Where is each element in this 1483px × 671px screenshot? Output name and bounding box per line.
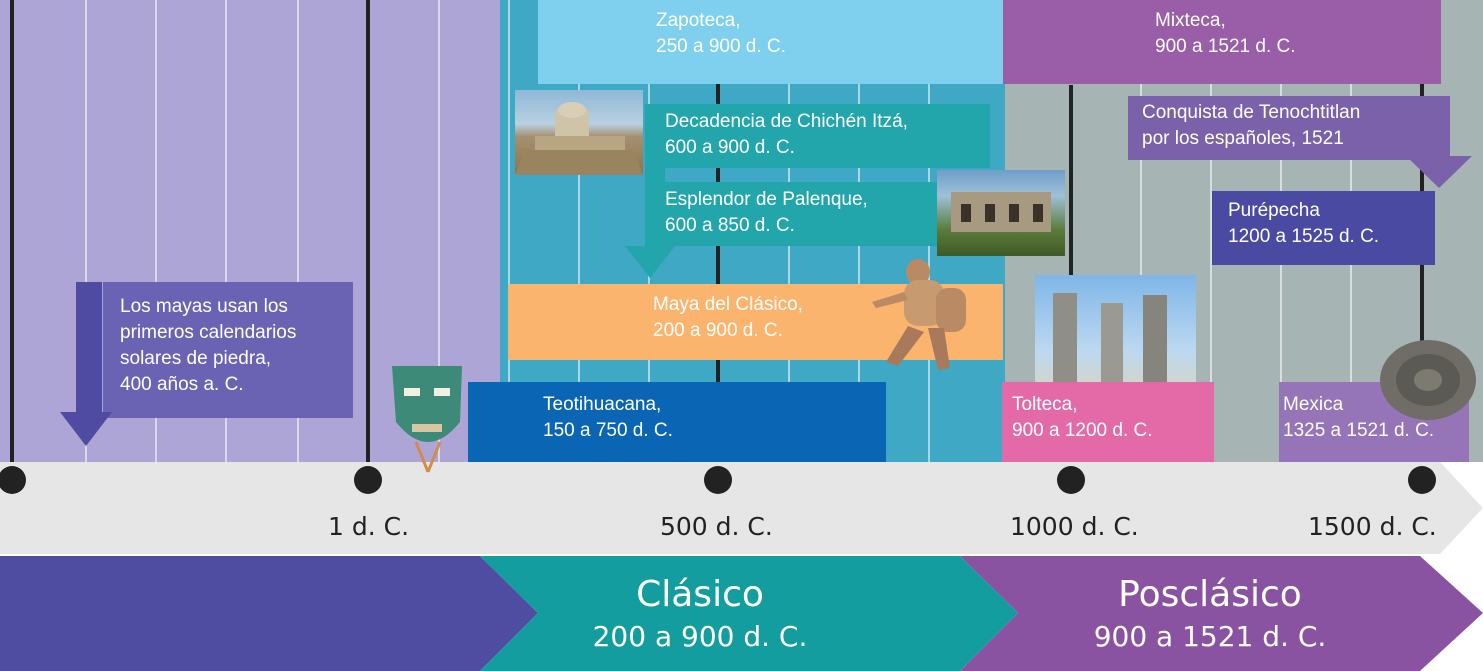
era-clasico-name: Clásico [636,574,764,615]
conquista-line2: por los españoles, 1521 [1142,128,1344,149]
grid-line [438,0,440,462]
mixteca-name: Mixteca, [1155,10,1226,31]
zapoteca-box: Zapoteca, 250 a 900 d. C. [538,0,1003,84]
tolteca-name: Tolteca, [1012,394,1078,415]
era-posclasico-range: 900 a 1521 d. C. [1093,620,1327,653]
tolteca-range: 900 a 1200 d. C. [1012,420,1153,441]
calendarios-line1: Los mayas usan los [120,296,288,317]
axis-dot-1000-dc [1057,466,1085,494]
teotihuacana-range: 150 a 750 d. C. [543,420,673,441]
palenque-arrow-icon [625,168,675,278]
maya-name: Maya del Clásico, [653,294,803,315]
mexica-name: Mexica [1283,394,1344,415]
chichen-itza-photo [515,90,643,175]
palenque-box: Esplendor de Palenque, 600 a 850 d. C. [645,182,937,246]
teotihuacana-name: Teotihuacana, [543,394,662,415]
maya-range: 200 a 900 d. C. [653,320,783,341]
era-clasico-range: 200 a 900 d. C. [592,620,808,653]
grid-line [297,0,299,462]
grid-line [85,0,87,462]
grid-line [578,0,580,462]
teotihuacana-box: Teotihuacana, 150 a 750 d. C. [468,382,886,462]
zapoteca-range: 250 a 900 d. C. [656,36,786,57]
palenque-line2: 600 a 850 d. C. [665,215,795,236]
calendarios-line3: solares de piedra, [120,348,272,369]
calendarios-line2: primeros calendarios [120,322,297,343]
era-band [0,556,1483,671]
sun-stone-image [1380,340,1476,420]
palenque-line1: Esplendor de Palenque, [665,189,868,210]
calendarios-box: Los mayas usan los primeros calendarios … [103,282,353,418]
chichen-line1: Decadencia de Chichén Itzá, [665,111,908,132]
purepecha-box: Purépecha 1200 a 1525 d. C. [1212,191,1435,265]
axis-label-1500-dc: 1500 d. C. [1308,512,1437,541]
chichen-itza-box: Decadencia de Chichén Itzá, 600 a 900 d.… [645,104,990,168]
axis-label-1-dc: 1 d. C. [328,512,410,541]
tick-1-dc [366,0,370,480]
grid-line [1210,0,1212,462]
chichen-line2: 600 a 900 d. C. [665,137,795,158]
axis-label-1000-dc: 1000 d. C. [1010,512,1139,541]
mexica-range: 1325 a 1521 d. C. [1283,420,1435,441]
calendarios-line4: 400 años a. C. [120,374,244,395]
grid-line [155,0,157,462]
maya-figurine-image [872,259,966,370]
axis-dot-400-bc [0,466,26,494]
maya-box: Maya del Clásico, 200 a 900 d. C. [508,284,1003,360]
zapoteca-name: Zapoteca, [656,10,741,31]
era-posclasico-name: Posclásico [1118,574,1302,615]
palenque-photo [937,170,1065,256]
mixteca-box: Mixteca, 900 a 1521 d. C. [1003,0,1441,84]
grid-line [1140,0,1142,462]
purepecha-name: Purépecha [1228,200,1320,221]
axis-dot-1500-dc [1408,466,1436,494]
mixteca-range: 900 a 1521 d. C. [1155,36,1296,57]
calendarios-arrow-icon [60,282,112,446]
purepecha-range: 1200 a 1525 d. C. [1228,226,1380,247]
axis-dot-500-dc [704,466,732,494]
tolteca-box: Tolteca, 900 a 1200 d. C. [1002,382,1214,462]
grid-line [508,0,510,462]
conquista-arrow-icon [1406,96,1472,188]
tick-400-bc [10,0,14,480]
tula-atlantes-photo [1035,275,1196,383]
teotihuacan-mask-image [392,366,462,473]
axis-dot-1-dc [354,466,382,494]
axis-label-500-dc: 500 d. C. [660,512,773,541]
timeline-axis-arrow [0,462,1483,554]
grid-line [225,0,227,462]
conquista-box: Conquista de Tenochtitlan por los españo… [1128,96,1428,160]
conquista-line1: Conquista de Tenochtitlan [1142,102,1361,123]
